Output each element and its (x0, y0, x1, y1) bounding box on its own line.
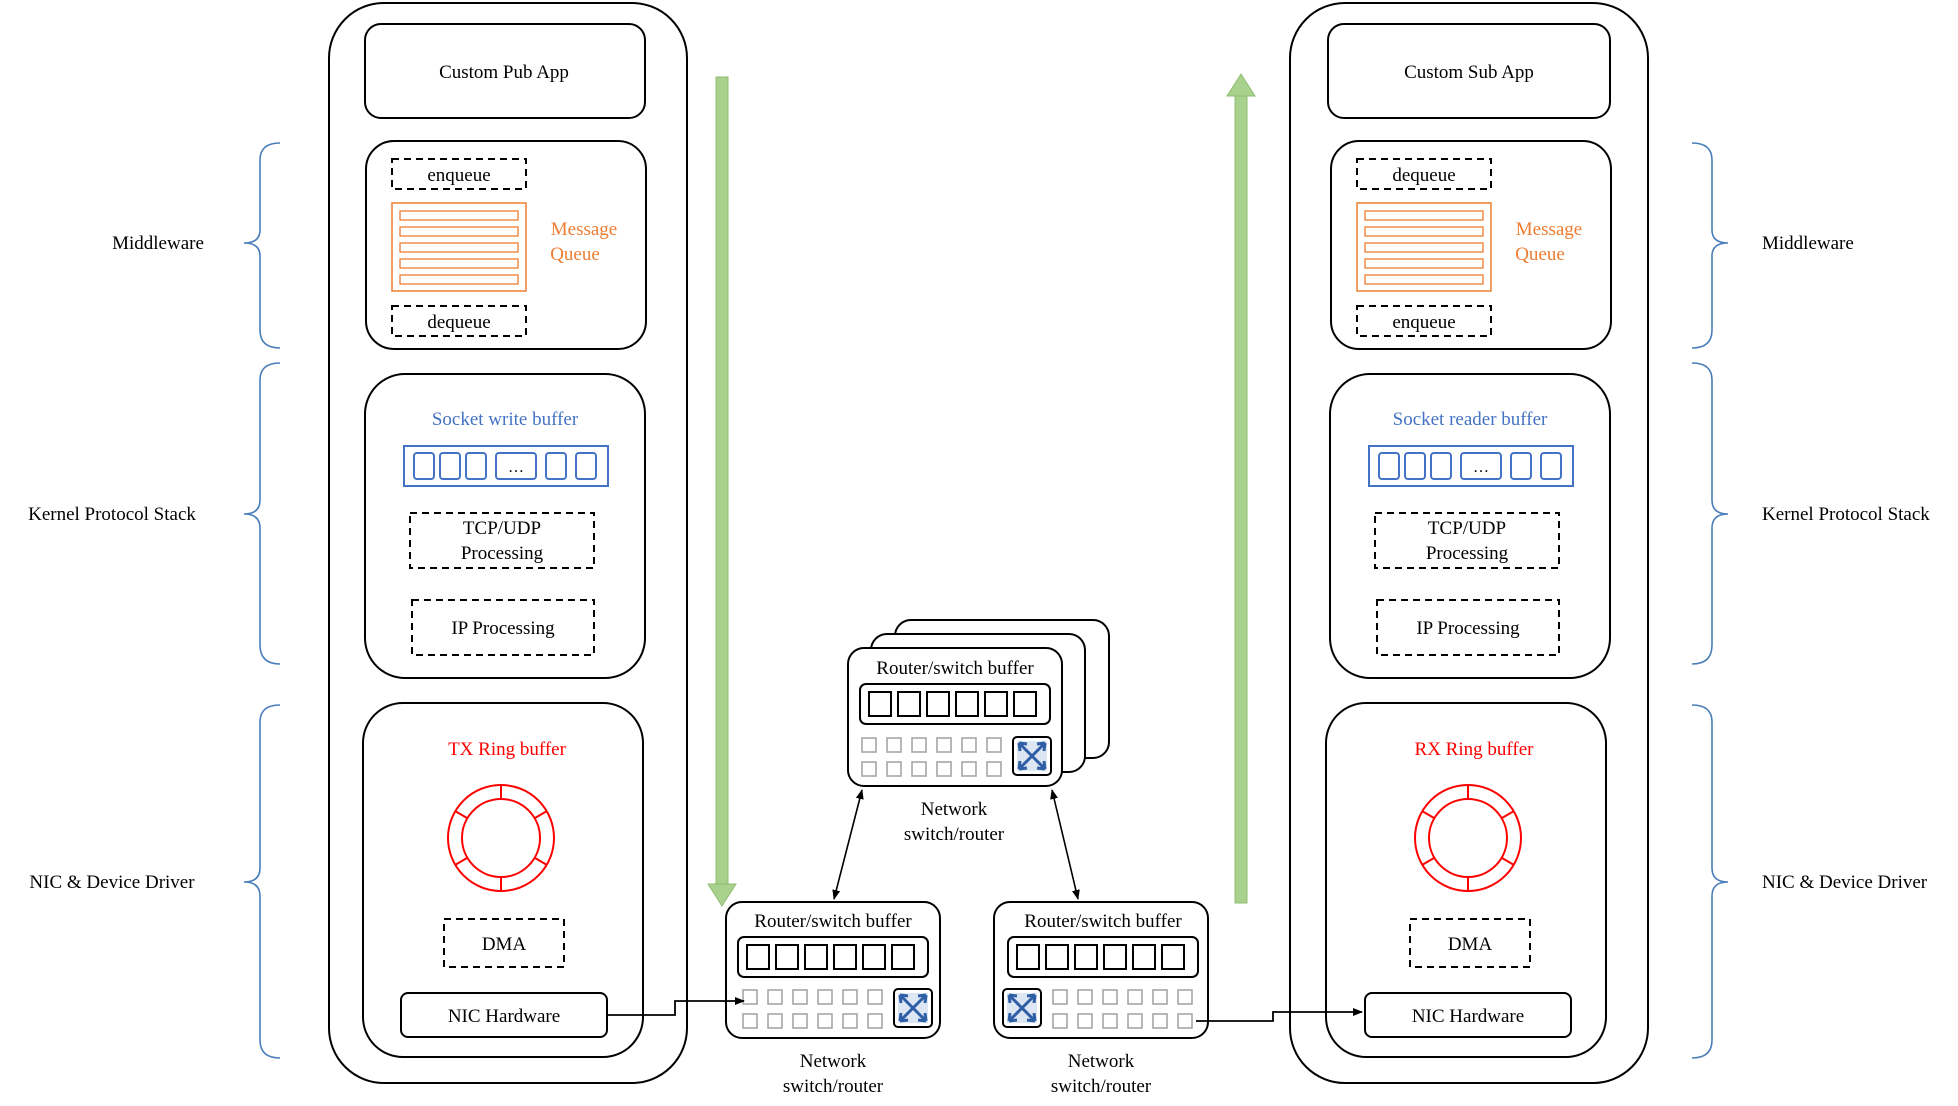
sub-dequeue-label: dequeue (1392, 165, 1455, 186)
switch-left-caption-2: switch/router (783, 1076, 884, 1097)
pub-enqueue-label: enqueue (427, 165, 490, 186)
sub-app-label: Custom Sub App (1404, 62, 1534, 83)
sub-socket-ellipsis: … (1473, 459, 1489, 476)
pub-socket-buffer (403, 445, 609, 487)
switch-top-caption-1: Network (921, 799, 988, 820)
sub-nic-box (1325, 702, 1607, 1058)
pub-dma-label: DMA (482, 934, 527, 955)
pub-tcp-label-2: Processing (461, 543, 544, 564)
flow-arrow-up (1226, 73, 1256, 904)
pub-tcp-box (409, 512, 595, 569)
pub-queue-label-1: Message (551, 219, 617, 240)
publisher-stack: Custom Pub App enqueue Message Queue deq… (328, 2, 688, 1084)
connector-left-switch-to-top (832, 789, 864, 900)
switch-left-icon (892, 987, 934, 1029)
publisher-container (328, 2, 688, 1084)
switch-right-buffer-label: Router/switch buffer (1024, 911, 1182, 932)
sub-nic-hardware-label: NIC Hardware (1412, 1006, 1524, 1027)
sub-tcp-label-1: TCP/UDP (1428, 518, 1506, 539)
pub-queue-label-2: Queue (550, 244, 600, 265)
pub-nic-box (362, 702, 644, 1058)
sub-queue-label-1: Message (1516, 219, 1582, 240)
connector-switch-to-sub-nic (1196, 1008, 1363, 1022)
sub-enqueue-box (1356, 305, 1492, 337)
pub-kernel-box (364, 373, 646, 679)
sub-ip-label: IP Processing (1416, 618, 1520, 639)
pub-message-queue (391, 202, 527, 292)
sub-message-queue (1356, 202, 1492, 292)
switch-top: Router/switch buffer Network switch/rout… (847, 619, 1110, 845)
pub-nic-hardware-label: NIC Hardware (448, 1006, 560, 1027)
pub-socket-label: Socket write buffer (432, 409, 579, 430)
switch-right-icon (1001, 987, 1043, 1029)
switch-top-icon (1011, 735, 1053, 777)
label-middleware-right: Middleware (1762, 233, 1854, 254)
connector-top-to-right-switch (1050, 789, 1080, 900)
pub-tx-ring-buffer (447, 784, 555, 892)
bracket-kernel-right (1691, 362, 1729, 665)
sub-tcp-label-2: Processing (1426, 543, 1509, 564)
switch-right-caption-1: Network (1068, 1051, 1135, 1072)
bracket-nic-right (1691, 704, 1729, 1059)
pub-dequeue-label: dequeue (427, 312, 490, 333)
sub-rx-ring-buffer (1414, 784, 1522, 892)
sub-socket-buffer (1368, 445, 1574, 487)
pub-enqueue-box (391, 158, 527, 190)
switch-left-caption-1: Network (800, 1051, 867, 1072)
pub-ip-box (411, 599, 595, 656)
subscriber-stack: Custom Sub App dequeue Message Queue enq… (1289, 2, 1649, 1084)
pub-ring-label: TX Ring buffer (448, 739, 567, 760)
sub-enqueue-label: enqueue (1392, 312, 1455, 333)
sub-app-box (1327, 23, 1611, 119)
switch-bottom-right: Router/switch buffer Network switch/rout… (993, 901, 1209, 1097)
sub-tcp-box (1374, 512, 1560, 569)
label-middleware-left: Middleware (112, 233, 204, 254)
bracket-middleware-left (243, 142, 281, 349)
label-nic-right: NIC & Device Driver (1762, 872, 1928, 893)
label-nic-left: NIC & Device Driver (29, 872, 195, 893)
pub-dma-box (443, 918, 565, 968)
bracket-nic-left (243, 704, 281, 1059)
pub-middleware-box (365, 140, 647, 350)
pub-socket-ellipsis: … (508, 459, 524, 476)
flow-arrow-down (707, 76, 737, 907)
bracket-middleware-right (1691, 142, 1729, 349)
switch-bottom-left: Router/switch buffer Network switch/rout… (725, 901, 941, 1097)
bracket-kernel-left (243, 362, 281, 665)
pub-tcp-label-1: TCP/UDP (463, 518, 541, 539)
label-kernel-right: Kernel Protocol Stack (1762, 504, 1930, 525)
sub-socket-label: Socket reader buffer (1393, 409, 1548, 430)
sub-queue-label-2: Queue (1515, 244, 1565, 265)
switch-top-buffer-label: Router/switch buffer (876, 658, 1034, 679)
right-layer-labels: Middleware Kernel Protocol Stack NIC & D… (1691, 142, 1930, 1059)
connector-pub-nic-to-switch (607, 997, 745, 1016)
sub-kernel-box (1329, 373, 1611, 679)
sub-ip-box (1376, 599, 1560, 656)
pub-app-label: Custom Pub App (439, 62, 569, 83)
left-layer-labels: Middleware Kernel Protocol Stack NIC & D… (28, 142, 281, 1059)
switch-top-caption-2: switch/router (904, 824, 1005, 845)
label-kernel-left: Kernel Protocol Stack (28, 504, 196, 525)
sub-middleware-box (1330, 140, 1612, 350)
sub-ring-label: RX Ring buffer (1415, 739, 1535, 760)
pub-app-box (364, 23, 646, 119)
switch-left-buffer-label: Router/switch buffer (754, 911, 912, 932)
subscriber-container (1289, 2, 1649, 1084)
sub-nic-hardware-box (1364, 992, 1572, 1038)
pub-dequeue-box (391, 305, 527, 337)
sub-dma-box (1409, 918, 1531, 968)
pub-ip-label: IP Processing (451, 618, 555, 639)
sub-dequeue-box (1356, 158, 1492, 190)
switch-right-caption-2: switch/router (1051, 1076, 1152, 1097)
sub-dma-label: DMA (1448, 934, 1493, 955)
